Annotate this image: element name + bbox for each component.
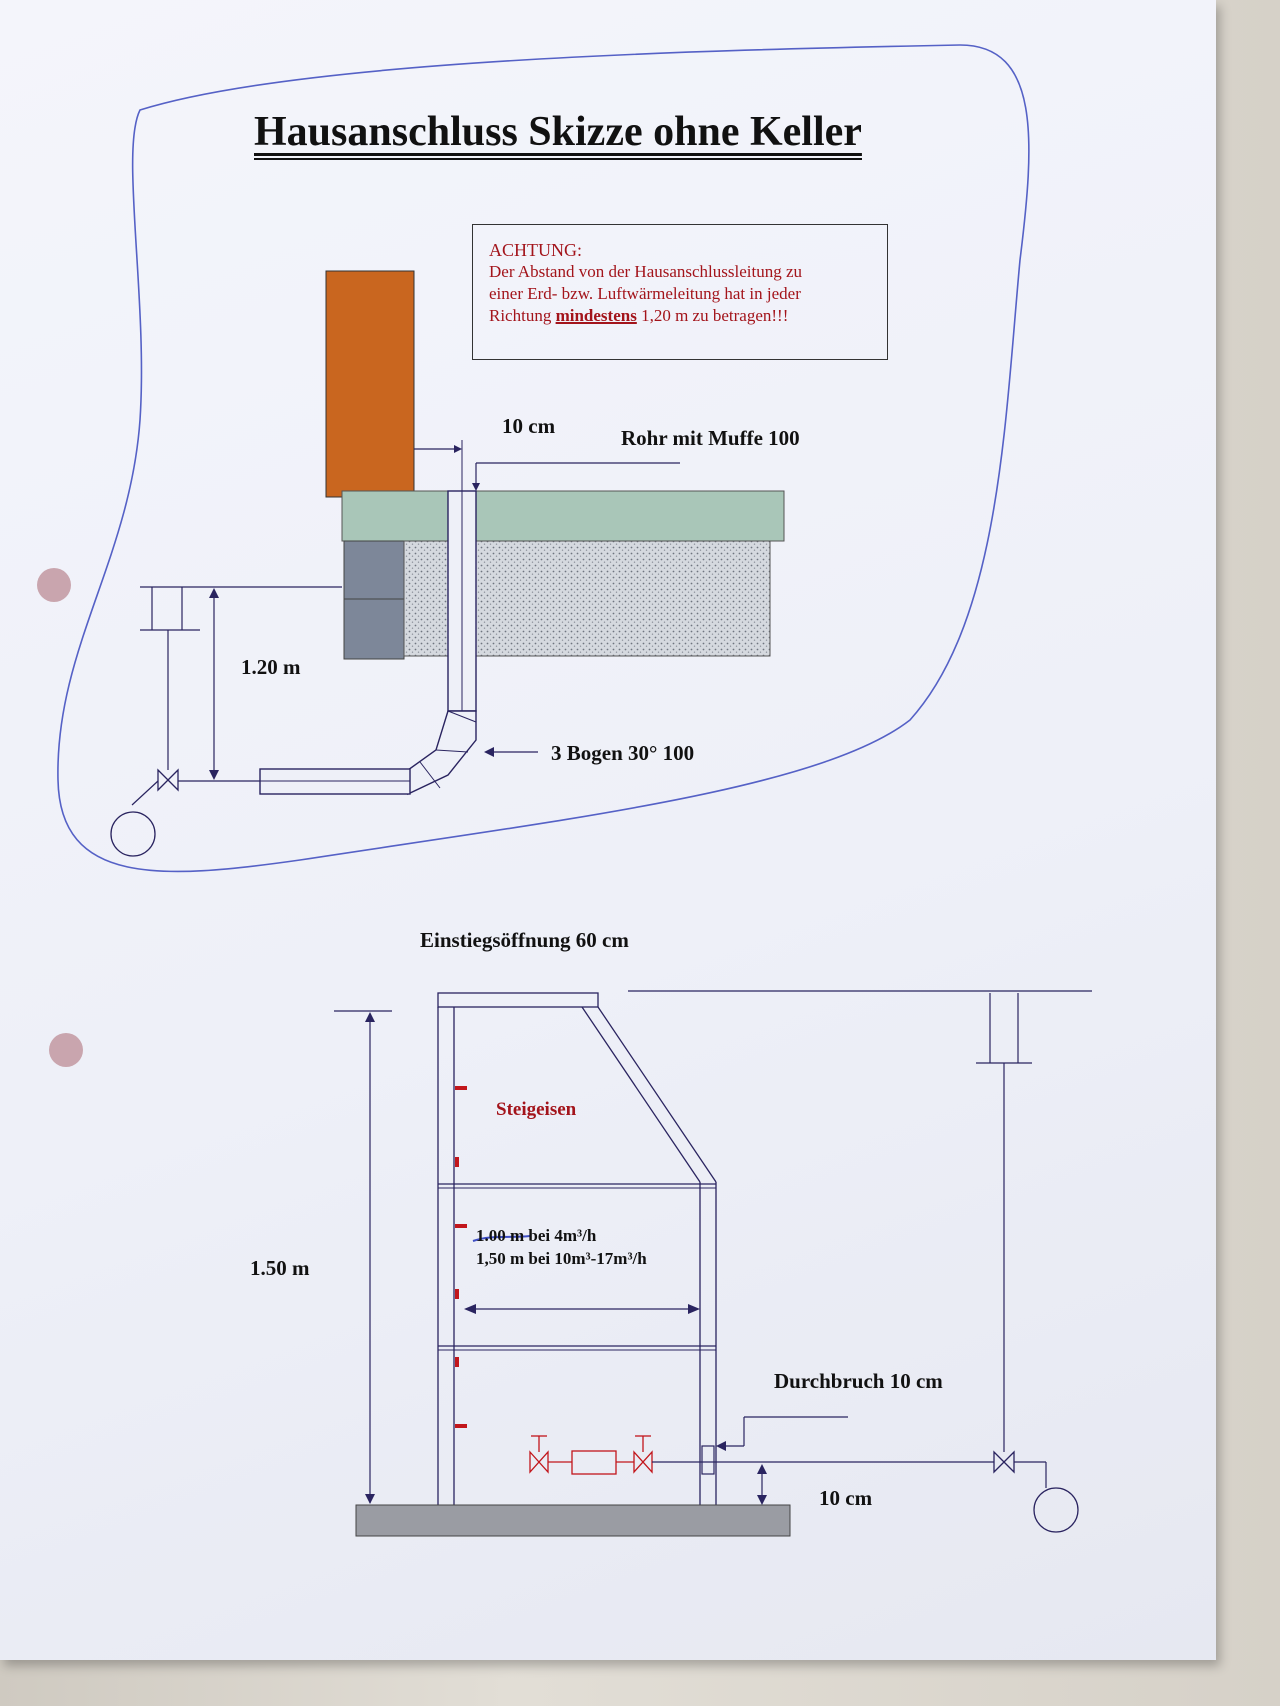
bend-joint-1 <box>447 710 477 723</box>
rungs-label: Steigeisen <box>496 1099 577 1120</box>
shaft-floor <box>355 1504 791 1537</box>
distance-arrow-head <box>454 445 462 453</box>
punch-hole-top <box>37 568 71 602</box>
depth-arrow-bottom <box>209 770 219 780</box>
valve-symbol-inlet <box>529 1450 549 1474</box>
page-title: Hausanschluss Skizze ohne Keller <box>254 108 862 160</box>
penetration-arrow <box>716 1441 726 1451</box>
depth-arrow-top <box>209 588 219 598</box>
width-label-line-2: 1,50 m bei 10m³-17m³/h <box>476 1249 647 1268</box>
rung <box>455 1224 467 1228</box>
warning-line-3-post: 1,20 m zu betragen!!! <box>641 306 789 325</box>
water-meter-symbol <box>571 1450 617 1475</box>
offset-label: 10 cm <box>819 1486 873 1510</box>
warning-line-2: einer Erd- bzw. Luftwärmeleitung hat in … <box>489 284 801 303</box>
warning-line-1: Der Abstand von der Hausanschlussleitung… <box>489 262 803 281</box>
bend-label: 3 Bogen 30° 100 <box>551 741 695 765</box>
warning-emphasis: mindestens <box>555 306 637 325</box>
pen-outline <box>57 44 1030 873</box>
bend-joint-3 <box>419 761 441 789</box>
warning-heading: ACHTUNG: <box>489 240 582 260</box>
valve-symbol-top <box>157 768 179 792</box>
bend-label-arrow <box>484 747 494 757</box>
rungs <box>455 1086 467 1428</box>
supply-main-symbol-right <box>1033 1487 1079 1533</box>
foundation-block-lower <box>343 598 405 660</box>
distance-label: 10 cm <box>502 414 556 438</box>
pipe-bend <box>407 710 477 796</box>
punch-hole-bottom <box>49 1033 83 1067</box>
pen-underline <box>472 1235 531 1242</box>
house-wall <box>325 270 415 498</box>
offset-arrow-bottom <box>757 1495 767 1505</box>
pipe-label: Rohr mit Muffe 100 <box>621 426 800 450</box>
width-arrow-right <box>688 1304 700 1314</box>
foundation-block-upper <box>343 540 405 600</box>
height-arrow-bottom <box>365 1494 375 1504</box>
wall-sleeve <box>701 1445 715 1475</box>
width-label-line-1: 1.00 m bei 4m³/h <box>476 1226 597 1245</box>
shaft-lid <box>437 992 599 1008</box>
supply-main-symbol <box>110 811 156 857</box>
rung <box>455 1357 459 1367</box>
shaft-cone-inner <box>597 1006 717 1183</box>
offset-arrow-top <box>757 1464 767 1474</box>
opening-label: Einstiegsöffnung 60 cm <box>420 928 629 952</box>
warning-line-3-pre: Richtung <box>489 306 552 325</box>
penetration-label: Durchbruch 10 cm <box>774 1369 943 1393</box>
supply-line <box>131 780 159 806</box>
warning-box: ACHTUNG: Der Abstand von der Hausanschlu… <box>472 224 888 360</box>
valve-symbol-outlet <box>633 1450 653 1474</box>
paper-sheet <box>0 0 1216 1660</box>
rung <box>455 1289 459 1299</box>
valve-symbol-right <box>993 1450 1015 1474</box>
shaft-cone-outer <box>581 1006 701 1183</box>
rung <box>455 1424 467 1428</box>
warning-line-3: Richtung mindestens 1,20 m zu betragen!!… <box>489 305 873 327</box>
rung <box>455 1086 467 1090</box>
depth-label: 1.20 m <box>241 655 301 679</box>
height-arrow-top <box>365 1012 375 1022</box>
meter-assembly <box>529 1435 653 1475</box>
bend-joint-2 <box>435 749 469 753</box>
rung <box>455 1157 459 1167</box>
floor-slab <box>341 490 785 542</box>
height-label: 1.50 m <box>250 1256 310 1280</box>
width-arrow-left <box>464 1304 476 1314</box>
pipe-label-arrow <box>472 483 480 491</box>
